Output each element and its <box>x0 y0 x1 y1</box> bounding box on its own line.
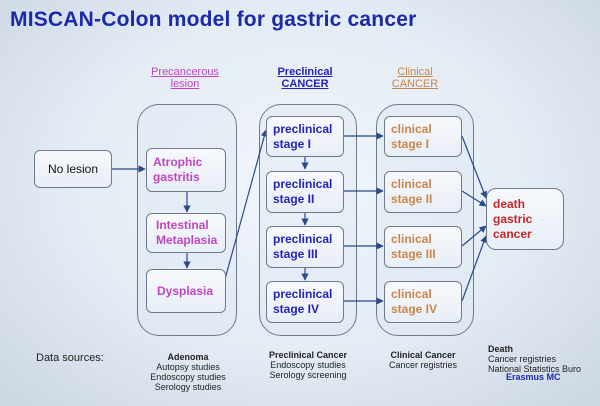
intestinal-line2: Metaplasia <box>156 233 218 247</box>
ds-clinical-title: Clinical Cancer <box>390 350 456 360</box>
ds-death-title: Death <box>488 344 514 354</box>
preclinical-stage-1-line2: stage I <box>273 136 312 151</box>
page-title: MISCAN-Colon model for gastric cancer <box>10 8 417 31</box>
header-preclinical-line1: Preclinical <box>277 66 333 78</box>
header-clinical-line1: Clinical <box>397 66 433 78</box>
clinical-stage-1-line1: clinical <box>391 121 432 136</box>
death-line2: gastric <box>493 211 533 226</box>
ds-clinical-item-1: Cancer registries <box>388 360 458 370</box>
arrow-clin2-death <box>461 190 487 207</box>
clinical-stage-4-line1: clinical <box>391 287 432 301</box>
clinical-stage-3-line2: stage III <box>391 247 436 261</box>
clinical-stage-2-line1: clinical <box>391 177 432 191</box>
header-clinical: Clinical CANCER <box>370 66 460 90</box>
atrophic-gastritis-node: Atrophic gastritis <box>146 148 226 192</box>
header-precancerous: Precancerous lesion <box>140 66 230 90</box>
clinical-stage-4-node: clinical stage IV <box>384 281 462 323</box>
clinical-stage-4-line2: stage IV <box>391 302 438 316</box>
intestinal-line1: Intestinal <box>156 218 209 232</box>
clinical-stage-1-line2: stage I <box>391 136 430 151</box>
preclinical-stage-3-line1: preclinical <box>273 232 333 246</box>
preclinical-stage-4-line2: stage IV <box>273 302 320 316</box>
ds-death-item-1: Cancer registries <box>488 354 557 364</box>
preclinical-stage-2-line1: preclinical <box>273 177 333 191</box>
intestinal-metaplasia-node: Intestinal Metaplasia <box>146 213 226 253</box>
header-clinical-line2: CANCER <box>391 78 439 90</box>
clinical-stage-3-node: clinical stage III <box>384 226 462 268</box>
ds-preclinical-item-1: Endoscopy studies <box>270 360 346 370</box>
ds-preclinical-title: Preclinical Cancer <box>268 350 348 360</box>
ds-adenoma-title: Adenoma <box>167 352 209 362</box>
clinical-stage-2-node: clinical stage II <box>384 171 462 213</box>
atrophic-line1: Atrophic <box>153 155 203 169</box>
data-sources-death: Death Cancer registries National Statist… <box>488 344 592 374</box>
preclinical-stage-4-node: preclinical stage IV <box>266 281 344 323</box>
data-sources-preclinical: Preclinical Cancer Endoscopy studies Ser… <box>258 350 358 380</box>
data-sources-label: Data sources: <box>36 352 104 364</box>
data-sources-adenoma: Adenoma Autopsy studies Endoscopy studie… <box>148 352 228 392</box>
preclinical-stage-3-line2: stage III <box>273 247 318 261</box>
preclinical-stage-2-node: preclinical stage II <box>266 171 344 213</box>
clinical-stage-3-line1: clinical <box>391 232 432 246</box>
data-sources-clinical: Clinical Cancer Cancer registries <box>378 350 468 370</box>
preclinical-stage-1-line1: preclinical <box>273 121 333 136</box>
ds-adenoma-item-3: Serology studies <box>154 382 222 392</box>
erasmus-mc-logo: Erasmus MC <box>506 372 561 382</box>
ds-death-item-2: National Statistics Buro <box>488 364 582 374</box>
header-preclinical-line2: CANCER <box>281 78 329 90</box>
ds-adenoma-item-1: Autopsy studies <box>156 362 220 372</box>
header-precancerous-line1: Precancerous <box>151 66 219 78</box>
header-preclinical: Preclinical CANCER <box>260 66 350 90</box>
arrow-dysplasia-preclinical1 <box>221 129 268 291</box>
preclinical-stage-1-node: preclinical stage I <box>266 116 344 157</box>
preclinical-stage-3-node: preclinical stage III <box>266 226 344 268</box>
ds-adenoma-item-2: Endoscopy studies <box>150 372 226 382</box>
dysplasia-node: Dysplasia <box>146 269 226 313</box>
clinical-stage-1-node: clinical stage I <box>384 116 462 157</box>
atrophic-line2: gastritis <box>153 170 200 184</box>
dysplasia-label: Dysplasia <box>157 283 214 298</box>
death-line3: cancer <box>493 226 532 241</box>
arrow-clin4-death <box>461 235 488 302</box>
clinical-stage-2-line2: stage II <box>391 192 433 206</box>
no-lesion-label: No lesion <box>47 161 99 176</box>
no-lesion-node: No lesion <box>34 150 112 188</box>
preclinical-stage-2-line2: stage II <box>273 192 315 206</box>
death-gastric-cancer-node: death gastric cancer <box>486 188 564 250</box>
death-line1: death <box>493 196 526 211</box>
header-precancerous-line2: lesion <box>170 78 200 90</box>
arrow-clin3-death <box>461 225 487 247</box>
arrow-clin1-death <box>461 135 488 199</box>
ds-preclinical-item-2: Serology screening <box>269 370 347 380</box>
preclinical-stage-4-line1: preclinical <box>273 287 333 301</box>
